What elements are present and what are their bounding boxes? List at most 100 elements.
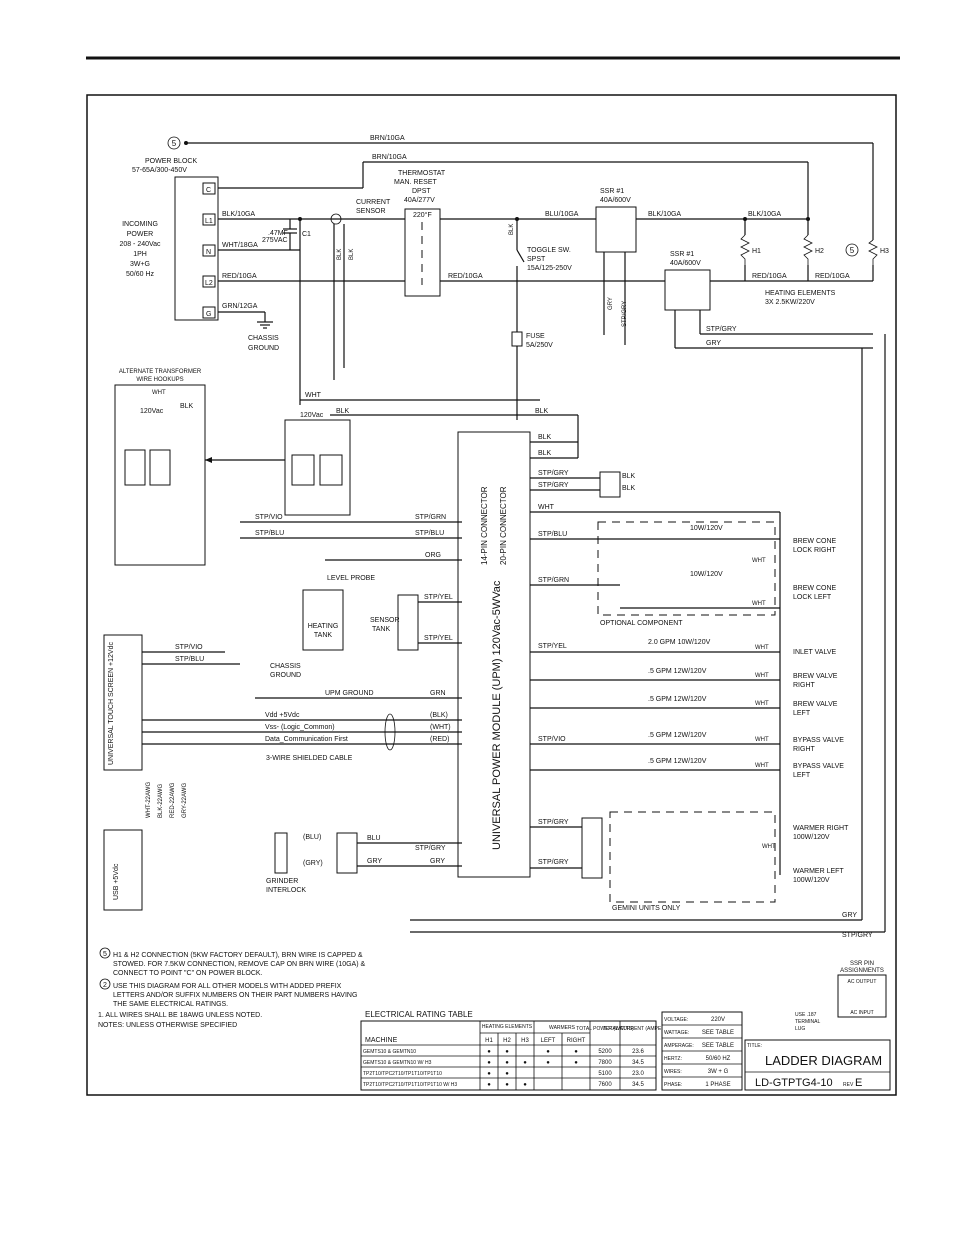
svg-text:BLK: BLK [337, 249, 343, 260]
svg-text:BRN/10GA: BRN/10GA [370, 135, 405, 142]
svg-text:BLK: BLK [622, 473, 636, 480]
svg-text:HEATING ELEMENTS: HEATING ELEMENTS [765, 290, 836, 297]
svg-text:BREW VALVE: BREW VALVE [793, 673, 838, 680]
svg-text:GRINDER: GRINDER [266, 878, 298, 885]
svg-text:POWER BLOCK: POWER BLOCK [145, 158, 197, 165]
svg-text:GROUND: GROUND [248, 345, 279, 352]
svg-text:BLK-22AWG: BLK-22AWG [158, 784, 164, 818]
svg-text:OPTIONAL COMPONENT: OPTIONAL COMPONENT [600, 620, 683, 627]
svg-text:●: ● [546, 1049, 550, 1055]
svg-text:LOCK LEFT: LOCK LEFT [793, 594, 832, 601]
svg-text:WHT: WHT [152, 390, 166, 396]
load-bypass-valve-left: .5 GPM 12W/120V BYPASS VALVE LEFT WHT [530, 758, 844, 779]
svg-text:●: ● [487, 1082, 491, 1088]
load-brew-cone-left: STP/GRN 10W/120V BREW CONE LOCK LEFT WHT [530, 571, 837, 609]
svg-text:40A/277V: 40A/277V [404, 197, 435, 204]
svg-text:DPST: DPST [412, 188, 431, 195]
svg-text:BLK: BLK [509, 224, 515, 235]
svg-text:STP/GRY: STP/GRY [538, 470, 569, 477]
svg-text:BREW CONE: BREW CONE [793, 538, 837, 545]
load-brew-cone-right: STP/BLU 10W/120V BREW CONE LOCK RIGHT WH… [530, 525, 837, 564]
svg-text:BLK: BLK [535, 408, 549, 415]
svg-text:H2: H2 [815, 248, 824, 255]
svg-text:GEMINI UNITS ONLY: GEMINI UNITS ONLY [612, 905, 681, 912]
svg-text:AC OUTPUT: AC OUTPUT [848, 979, 877, 985]
svg-text:●: ● [505, 1060, 509, 1066]
svg-text:TOTAL POWER (WATTS): TOTAL POWER (WATTS) [576, 1026, 634, 1032]
svg-text:STP/GRY: STP/GRY [842, 932, 873, 939]
svg-text:BLK: BLK [538, 434, 552, 441]
svg-text:H1 & H2 CONNECTION (5KW FACTOR: H1 & H2 CONNECTION (5KW FACTORY DEFAULT)… [113, 952, 363, 959]
svg-text:STP/YEL: STP/YEL [424, 594, 453, 601]
svg-text:ELECTRICAL RATING TABLE: ELECTRICAL RATING TABLE [365, 1010, 473, 1019]
svg-text:WIRES:: WIRES: [664, 1069, 682, 1075]
svg-text:THERMOSTAT: THERMOSTAT [398, 170, 446, 177]
svg-text:WHT: WHT [755, 701, 769, 707]
svg-text:WHT: WHT [755, 645, 769, 651]
svg-text:2: 2 [103, 982, 107, 989]
svg-text:40A/600V: 40A/600V [600, 197, 631, 204]
current-sensor: CURRENT SENSOR BLK BLK [330, 199, 391, 380]
svg-text:BLU: BLU [367, 835, 381, 842]
svg-text:(RED): (RED) [430, 736, 449, 743]
svg-text:FUSE: FUSE [526, 333, 545, 340]
svg-text:STP/BLU: STP/BLU [175, 656, 204, 663]
thermostat: THERMOSTAT MAN. RESET DPST 40A/277V 220°… [394, 170, 446, 297]
svg-text:(BLU): (BLU) [303, 834, 321, 841]
svg-text:SSR PIN: SSR PIN [850, 961, 874, 967]
svg-text:N: N [206, 249, 211, 256]
svg-text:TANK: TANK [372, 626, 390, 633]
svg-text:RIGHT: RIGHT [567, 1038, 586, 1044]
svg-text:BREW CONE: BREW CONE [793, 585, 837, 592]
svg-text:CHASSIS: CHASSIS [248, 335, 279, 342]
svg-text:STP/VIO: STP/VIO [255, 514, 283, 521]
svg-text:23.6: 23.6 [632, 1049, 644, 1055]
svg-text:1PH: 1PH [133, 251, 147, 258]
svg-text:WHT: WHT [752, 558, 766, 564]
svg-text:WHT: WHT [305, 392, 322, 399]
upm-module: UNIVERSAL POWER MODULE (UPM) 120Vac-5WVa… [457, 431, 531, 878]
svg-text:TP2T10/TPC2T10/TP1T10/TP1T10 W: TP2T10/TPC2T10/TP1T10/TP1T10 W/ H3 [363, 1082, 457, 1088]
svg-text:STP/YEL: STP/YEL [424, 635, 453, 642]
svg-text:WHT: WHT [538, 504, 555, 511]
svg-text:MACHINE: MACHINE [365, 1037, 398, 1044]
svg-text:USB +5Vdc: USB +5Vdc [113, 863, 120, 900]
svg-text:C: C [206, 187, 211, 194]
svg-text:GEMTS10 & GEMTN10: GEMTS10 & GEMTN10 [363, 1049, 416, 1055]
svg-text:50/60 HZ: 50/60 HZ [706, 1056, 731, 1062]
svg-text:MAN. RESET: MAN. RESET [394, 179, 438, 186]
svg-text:LOCK RIGHT: LOCK RIGHT [793, 547, 837, 554]
svg-text:3W+G: 3W+G [130, 261, 150, 268]
svg-text:275VAC: 275VAC [262, 237, 288, 244]
svg-text:●: ● [505, 1082, 509, 1088]
svg-text:STP/BLU: STP/BLU [538, 531, 567, 538]
svg-text:STP/GRY: STP/GRY [706, 326, 737, 333]
svg-text:WARMERS: WARMERS [549, 1025, 576, 1031]
svg-text:2.0 GPM 10W/120V: 2.0 GPM 10W/120V [648, 639, 711, 646]
svg-text:TITLE:: TITLE: [747, 1043, 762, 1049]
svg-text:H1: H1 [485, 1038, 493, 1044]
svg-text:TOGGLE SW.: TOGGLE SW. [527, 247, 571, 254]
svg-text:STP/GRY: STP/GRY [538, 819, 569, 826]
svg-text:23.0: 23.0 [632, 1071, 644, 1077]
svg-text:BLK/10GA: BLK/10GA [648, 211, 681, 218]
svg-text:BLK: BLK [538, 450, 552, 457]
svg-text:UNIVERSAL TOUCH SCREEN +12Vdc: UNIVERSAL TOUCH SCREEN +12Vdc [108, 642, 115, 765]
svg-text:POWER: POWER [127, 231, 153, 238]
svg-text:RED/10GA: RED/10GA [752, 273, 787, 280]
svg-text:TP2T10/TPC2T10/TP1T10/TP1T10: TP2T10/TPC2T10/TP1T10/TP1T10 [363, 1071, 442, 1077]
svg-text:(BLK): (BLK) [430, 712, 448, 719]
svg-text:ALTERNATE TRANSFORMER: ALTERNATE TRANSFORMER [119, 369, 202, 375]
svg-text:20-PIN CONNECTOR: 20-PIN CONNECTOR [499, 486, 508, 565]
svg-text:40A/600V: 40A/600V [670, 260, 701, 267]
svg-text:H1: H1 [752, 248, 761, 255]
svg-text:UPM GROUND: UPM GROUND [325, 690, 374, 697]
drawing-border [86, 94, 897, 1096]
svg-text:220°F: 220°F [413, 211, 432, 219]
svg-text:50/60 Hz: 50/60 Hz [126, 271, 155, 278]
svg-text:GRN/12GA: GRN/12GA [222, 303, 258, 310]
svg-text:STP/VIO: STP/VIO [538, 736, 566, 743]
svg-text:BLU/10GA: BLU/10GA [545, 211, 579, 218]
svg-text:WHT: WHT [755, 673, 769, 679]
svg-text:●: ● [546, 1060, 550, 1066]
